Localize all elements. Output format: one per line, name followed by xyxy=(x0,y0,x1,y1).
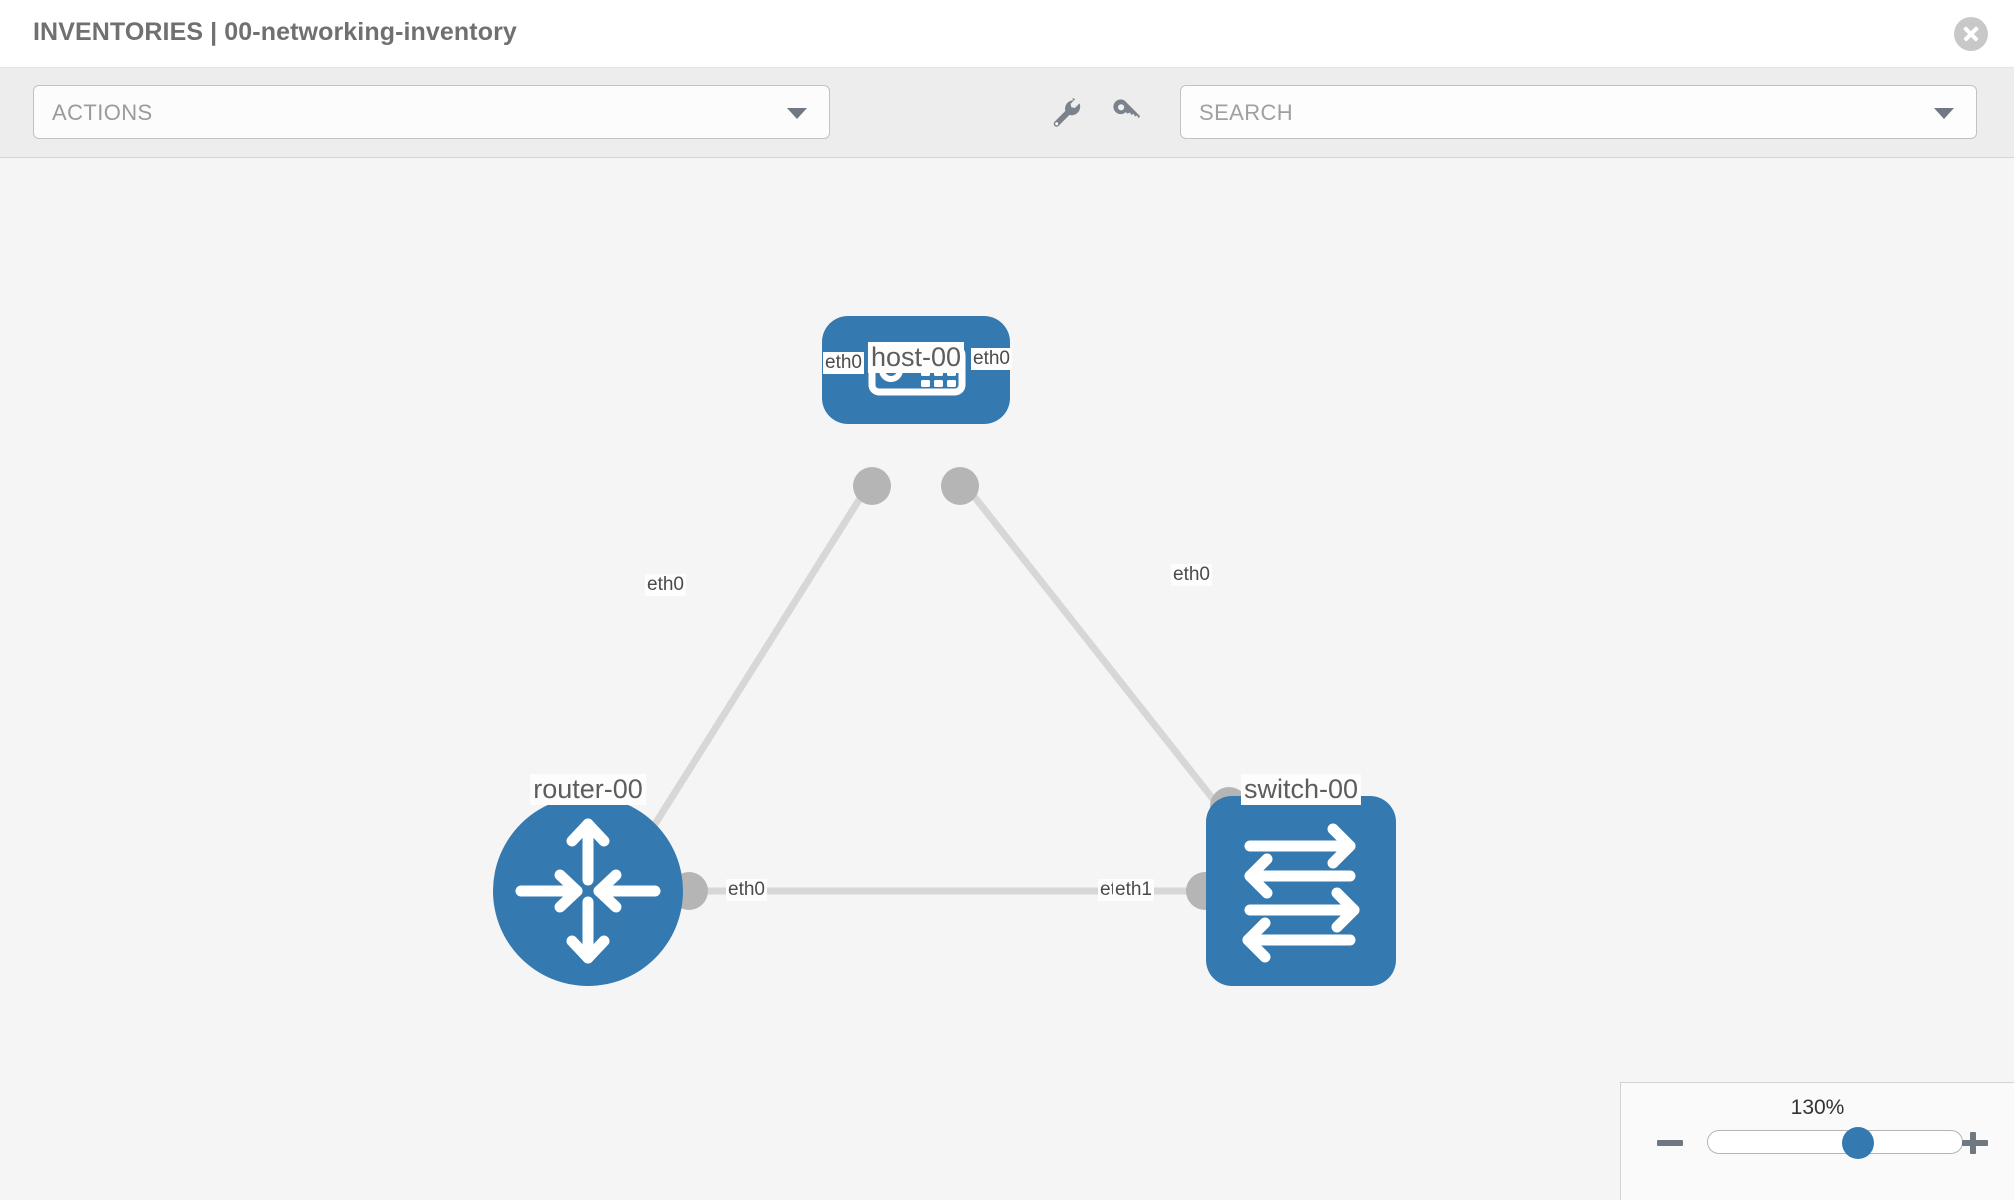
close-icon[interactable] xyxy=(1954,17,1988,51)
node-label-host-00: host-00 xyxy=(867,342,965,373)
link-host-switch[interactable] xyxy=(955,473,1231,821)
search-placeholder: SEARCH xyxy=(1199,100,1294,125)
zoom-in-button[interactable] xyxy=(1960,1127,1990,1157)
zoom-slider-track[interactable] xyxy=(1707,1127,1963,1159)
page-title: INVENTORIES | 00-networking-inventory xyxy=(33,18,517,46)
port-label-host-left: eth0 xyxy=(823,352,864,374)
port-label-router-north: eth0 xyxy=(645,574,686,596)
port-group xyxy=(670,467,1248,910)
actions-dropdown[interactable]: ACTIONS xyxy=(33,85,830,139)
port-label-switch-north: eth0 xyxy=(1171,564,1212,586)
port-label-host-right: eth0 xyxy=(971,348,1012,370)
link-host-router[interactable] xyxy=(637,474,877,850)
window-header: INVENTORIES | 00-networking-inventory xyxy=(0,0,2014,68)
zoom-level-value: 130% xyxy=(1790,1096,1845,1119)
toolbar: ACTIONS SEARCH xyxy=(0,68,2014,158)
link-group xyxy=(637,473,1231,895)
port-label-switch-west-eth1: eth1 xyxy=(1113,879,1154,901)
node-label-switch-00: switch-00 xyxy=(1240,774,1362,805)
topology-canvas[interactable]: host-00 router-00 switch-00 eth0 eth0 et… xyxy=(0,158,2014,1200)
node-router-00[interactable] xyxy=(493,796,683,986)
chevron-down-icon xyxy=(1934,108,1954,119)
key-icon[interactable] xyxy=(1110,96,1144,130)
port-label-router-east: eth0 xyxy=(726,879,767,901)
port-host-right[interactable] xyxy=(941,467,979,505)
node-switch-00[interactable] xyxy=(1206,796,1396,986)
chevron-down-icon xyxy=(787,108,807,119)
search-input[interactable]: SEARCH xyxy=(1180,85,1977,139)
wrench-icon[interactable] xyxy=(1049,96,1083,130)
zoom-control-panel: 130% xyxy=(1620,1082,2014,1200)
actions-dropdown-label: ACTIONS xyxy=(52,100,153,125)
topology-graph xyxy=(493,316,1396,986)
port-host-left[interactable] xyxy=(853,467,891,505)
zoom-out-button[interactable] xyxy=(1655,1127,1685,1157)
node-label-router-00: router-00 xyxy=(530,774,646,805)
zoom-slider-thumb[interactable] xyxy=(1842,1127,1875,1159)
